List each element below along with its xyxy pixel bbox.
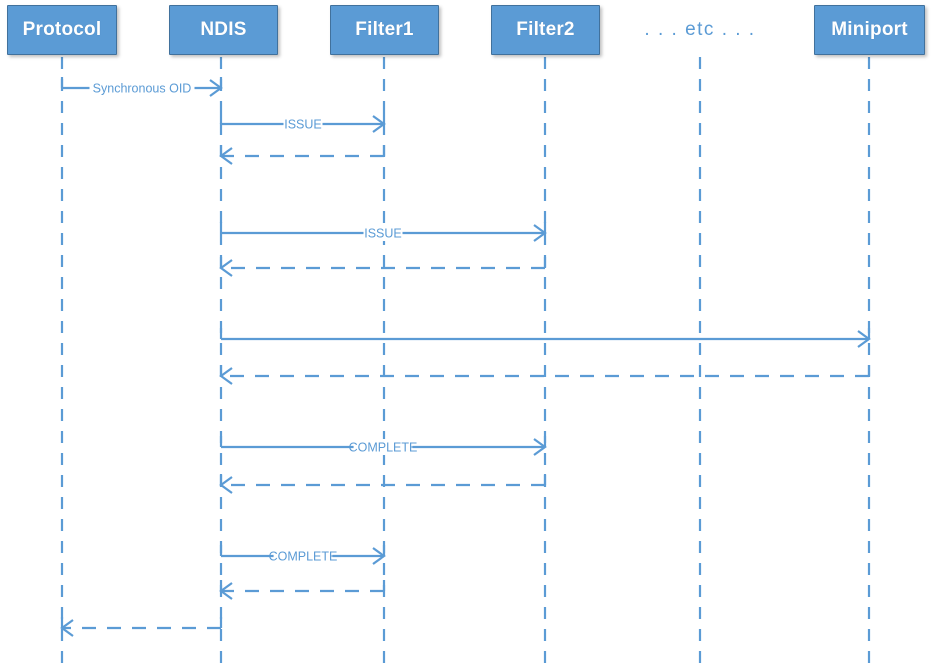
message-label-bg-m4 — [363, 225, 403, 241]
participant-box-filter1[interactable]: Filter1 — [330, 5, 439, 55]
message-arrowhead-m5 — [219, 259, 233, 277]
message-m1[interactable]: Synchronous OID — [60, 77, 223, 97]
message-m8[interactable]: COMPLETE — [219, 436, 547, 456]
message-m6[interactable] — [219, 328, 871, 348]
message-m2[interactable]: ISSUE — [219, 113, 386, 133]
message-m9[interactable] — [219, 474, 547, 494]
participant-box-protocol[interactable]: Protocol — [7, 5, 117, 55]
participant-label: . . . etc . . . — [644, 19, 756, 40]
message-label-bg-m2 — [283, 116, 323, 132]
message-label-m4: ISSUE — [364, 226, 402, 240]
message-label-bg-m1 — [89, 80, 195, 96]
message-arrowhead-m6 — [857, 330, 871, 348]
message-arrowhead-m9 — [219, 476, 233, 494]
message-label-bg-m8 — [353, 439, 413, 455]
participant-label: Protocol — [22, 19, 102, 40]
message-m11[interactable] — [219, 580, 386, 600]
message-m12[interactable] — [60, 617, 223, 637]
message-label-m1: Synchronous OID — [93, 81, 192, 95]
message-arrowhead-m8 — [533, 438, 547, 456]
participant-box-filter2[interactable]: Filter2 — [491, 5, 600, 55]
participant-box-ndis[interactable]: NDIS — [169, 5, 278, 55]
message-arrowhead-m10 — [372, 547, 386, 565]
message-arrowhead-m1 — [209, 79, 223, 97]
message-m4[interactable]: ISSUE — [219, 222, 547, 242]
message-label-m10: COMPLETE — [269, 549, 338, 563]
message-arrowhead-m2 — [372, 115, 386, 133]
message-arrowhead-m3 — [219, 147, 233, 165]
message-label-m2: ISSUE — [284, 117, 322, 131]
message-arrowhead-m7 — [219, 367, 233, 385]
message-label-m8: COMPLETE — [349, 440, 418, 454]
participant-label: Miniport — [831, 19, 908, 40]
message-m10[interactable]: COMPLETE — [219, 545, 386, 565]
participant-box-miniport[interactable]: Miniport — [814, 5, 925, 55]
message-arrowhead-m4 — [533, 224, 547, 242]
message-label-bg-m10 — [273, 548, 333, 564]
participant-ellipsis-etc[interactable]: . . . etc . . . — [640, 5, 760, 55]
participant-label: Filter1 — [355, 19, 414, 40]
message-arrowhead-m11 — [219, 582, 233, 600]
participant-label: Filter2 — [516, 19, 575, 40]
message-m7[interactable] — [219, 365, 871, 385]
message-m3[interactable] — [219, 145, 386, 165]
message-arrowhead-m12 — [60, 619, 74, 637]
participant-label: NDIS — [200, 19, 247, 40]
message-m5[interactable] — [219, 257, 547, 277]
